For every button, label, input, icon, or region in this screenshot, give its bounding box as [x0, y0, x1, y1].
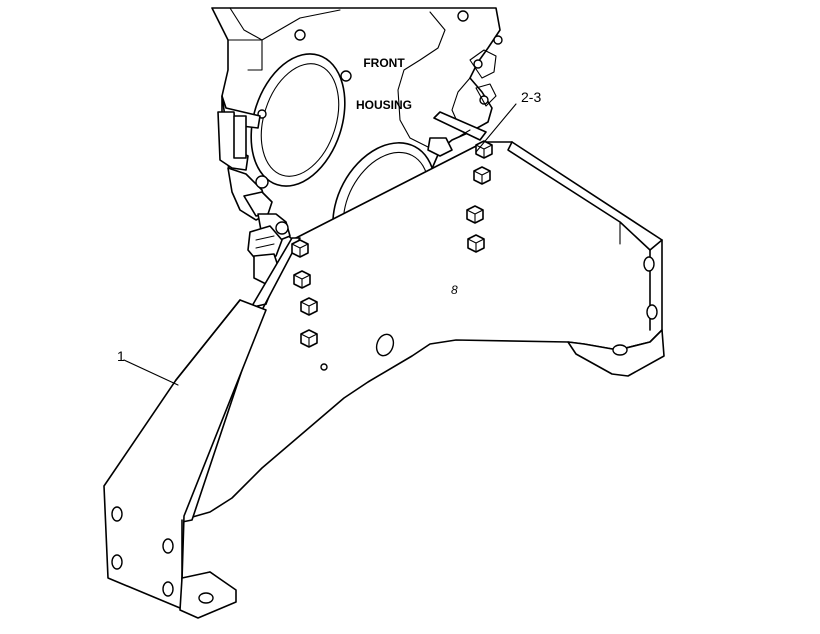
- front-housing-label-line1: FRONT: [363, 56, 405, 70]
- mounting-bracket: [103, 141, 665, 619]
- callout-1: 1: [117, 348, 125, 364]
- bolt: [291, 239, 309, 258]
- bolt: [466, 205, 484, 224]
- guide-pin: [427, 111, 487, 157]
- bracket-bolts: [291, 140, 493, 348]
- bolt: [473, 166, 491, 185]
- bolt: [300, 297, 318, 316]
- bolt: [300, 329, 318, 348]
- front-housing-label: FRONT HOUSING: [345, 28, 423, 126]
- engine-side-fittings: [217, 95, 291, 285]
- part-mark-8: 8: [451, 283, 458, 297]
- bolt: [293, 270, 311, 289]
- bolt: [475, 140, 493, 159]
- callout-2-3: 2-3: [521, 89, 542, 105]
- leader-line-1: [123, 359, 179, 386]
- leader-line-2-3: [475, 103, 517, 153]
- bolt: [467, 234, 485, 253]
- front-housing-label-line2: HOUSING: [355, 98, 412, 112]
